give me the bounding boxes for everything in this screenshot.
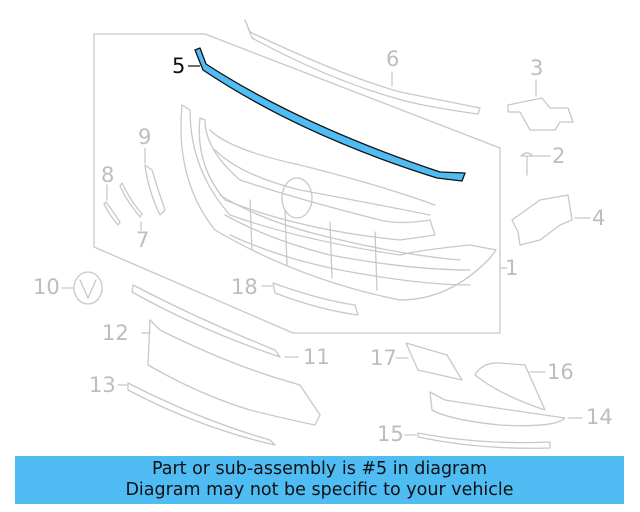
part-6-molding xyxy=(244,19,481,115)
grille-frame xyxy=(180,104,497,301)
part-3-bracket xyxy=(507,79,574,131)
part-17-cover xyxy=(405,342,463,381)
part-7-trim xyxy=(119,182,143,218)
callout-11[interactable]: 11 xyxy=(303,345,330,369)
callout-6[interactable]: 6 xyxy=(386,47,400,71)
callout-12[interactable]: 12 xyxy=(102,321,129,345)
callout-1[interactable]: 1 xyxy=(505,256,519,280)
callout-2[interactable]: 2 xyxy=(552,144,566,168)
part-13-strip xyxy=(127,382,276,446)
part-15-strip xyxy=(417,432,551,449)
callout-10[interactable]: 10 xyxy=(33,275,60,299)
callout-17[interactable]: 17 xyxy=(370,346,397,370)
parts-diagram xyxy=(61,19,591,449)
callout-15[interactable]: 15 xyxy=(377,422,404,446)
part-14-trim xyxy=(429,391,566,427)
part-2-bolt xyxy=(520,152,551,176)
part-18-trim xyxy=(272,282,359,316)
callout-4[interactable]: 4 xyxy=(592,206,606,230)
part-9-trim xyxy=(144,164,166,216)
part-8-trim xyxy=(103,201,121,226)
part-4-bracket xyxy=(511,194,591,246)
callout-7[interactable]: 7 xyxy=(136,228,150,252)
banner-part-line: Part or sub-assembly is #5 in diagram xyxy=(151,459,488,479)
callout-16[interactable]: 16 xyxy=(547,360,574,384)
callout-13[interactable]: 13 xyxy=(89,373,116,397)
info-banner: Part or sub-assembly is #5 in diagram Di… xyxy=(15,456,624,504)
callout-8[interactable]: 8 xyxy=(101,163,115,187)
part-11-strip xyxy=(131,284,281,358)
callout-5[interactable]: 5 xyxy=(172,54,186,78)
part-16-cover xyxy=(474,362,546,411)
part-10-emblem xyxy=(61,271,103,305)
assembly-panel-outline xyxy=(93,33,501,334)
part-12-lower-grille xyxy=(147,319,321,426)
part-5-highlighted-molding xyxy=(194,47,466,182)
grille-emblem xyxy=(281,177,313,219)
callout-3[interactable]: 3 xyxy=(530,56,544,80)
callout-18[interactable]: 18 xyxy=(231,275,258,299)
callout-9[interactable]: 9 xyxy=(138,125,152,149)
callout-14[interactable]: 14 xyxy=(586,405,613,429)
banner-disclaimer-line: Diagram may not be specific to your vehi… xyxy=(125,480,514,500)
